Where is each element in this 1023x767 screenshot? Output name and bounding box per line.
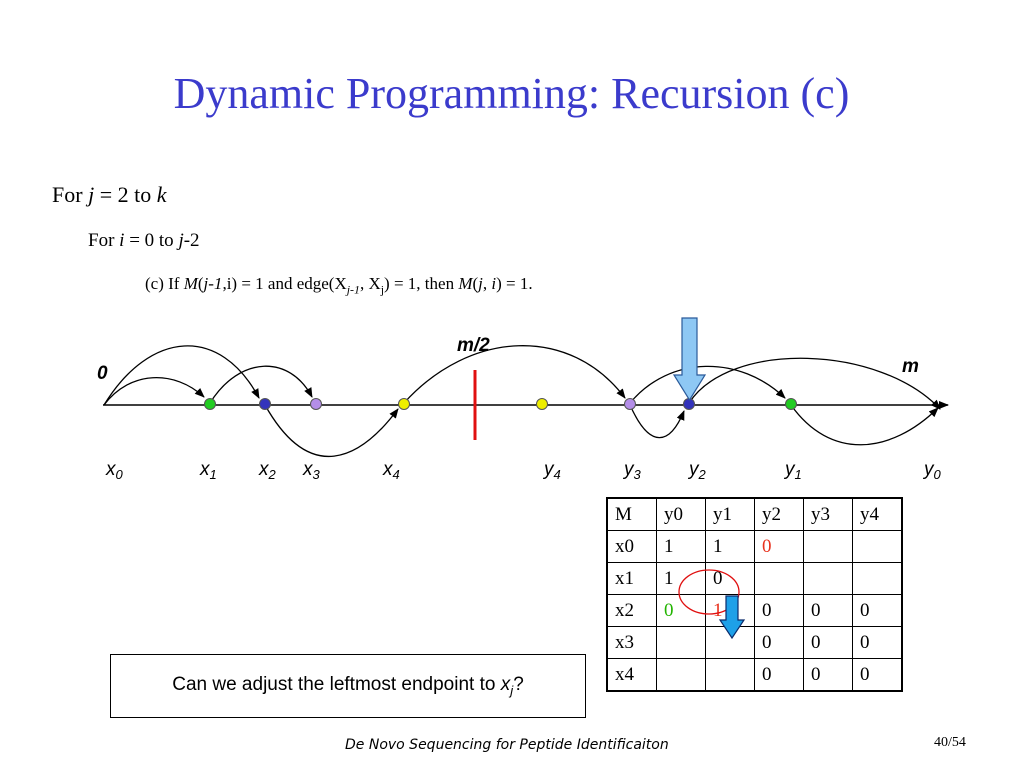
point-x3 (310, 398, 322, 410)
label-y2: y2 (687, 459, 707, 482)
table-cell: 0 (705, 562, 755, 595)
table-cell (852, 562, 903, 595)
table-cell: 0 (852, 626, 903, 659)
table-cell (705, 626, 755, 659)
label-x3: x3 (302, 459, 321, 482)
loop-i-line: For i = 0 to j-2 (88, 230, 200, 251)
down-arrow-icon (672, 317, 707, 402)
point-y3 (624, 398, 636, 410)
m-label: m (902, 356, 919, 377)
table-cell: 0 (803, 626, 853, 659)
header-cell: y2 (754, 497, 804, 531)
rule-c-line: (c) If M(j-1,i) = 1 and edge(Xj-1, Xj) =… (145, 274, 533, 297)
row-label: x0 (606, 530, 657, 563)
table-cell: 0 (754, 658, 804, 692)
table-cell: 0 (803, 658, 853, 692)
table-cell: 0 (852, 658, 903, 692)
table-cell: 0 (754, 530, 804, 563)
label-x2: x2 (258, 459, 277, 482)
arc-x1-x3 (209, 365, 313, 404)
table-row: x0 1 1 0 (606, 530, 903, 563)
point-x2 (259, 398, 271, 410)
arc-y3-y2 (629, 404, 685, 439)
m-table: M y0 y1 y2 y3 y4 x0 1 1 0 x1 1 0 x2 0 1 … (606, 497, 903, 692)
table-cell: 1 (705, 594, 755, 627)
slide-title: Dynamic Programming: Recursion (c) (173, 69, 850, 118)
header-cell: y3 (803, 497, 853, 531)
table-cell (852, 530, 903, 563)
table-row: x4 0 0 0 (606, 658, 903, 692)
label-y1: y1 (783, 459, 802, 482)
table-cell: 0 (656, 594, 706, 627)
table-cell (803, 530, 853, 563)
arc-x4-y3 (403, 345, 626, 404)
row-label: x3 (606, 626, 657, 659)
label-x1: x1 (199, 459, 217, 482)
table-row: x3 0 0 0 (606, 626, 903, 659)
table-cell: 1 (705, 530, 755, 563)
table-cell: 0 (852, 594, 903, 627)
header-cell: y1 (705, 497, 755, 531)
label-y4: y4 (542, 459, 561, 482)
page-number: 40/54 (934, 735, 966, 750)
table-cell (705, 658, 755, 692)
row-label: x2 (606, 594, 657, 627)
label-x0: x0 (105, 459, 124, 482)
label-x4: x4 (382, 459, 400, 482)
header-cell: y0 (656, 497, 706, 531)
table-header-row: M y0 y1 y2 y3 y4 (606, 497, 903, 531)
row-label: x4 (606, 658, 657, 692)
table-cell: 1 (656, 530, 706, 563)
table-cell: 0 (803, 594, 853, 627)
m-half-label: m/2 (457, 335, 490, 356)
table-cell (754, 562, 804, 595)
table-cell: 0 (754, 626, 804, 659)
arc-y1-y0 (790, 404, 939, 446)
arc-x2-x4 (264, 404, 399, 458)
table-cell (656, 658, 706, 692)
label-y0: y0 (922, 459, 942, 482)
header-cell: y4 (852, 497, 903, 531)
zero-label: 0 (97, 363, 108, 384)
arc-y3-y1 (629, 365, 786, 404)
point-x4 (398, 398, 410, 410)
header-cell: M (606, 497, 657, 531)
table-row: x1 1 0 (606, 562, 903, 595)
arc-x0-x2 (103, 345, 260, 406)
footer-text: De Novo Sequencing for Peptide Identific… (345, 737, 669, 753)
table-cell: 1 (656, 562, 706, 595)
arc-x0-x1 (103, 377, 205, 406)
table-row: x2 0 1 0 0 0 (606, 594, 903, 627)
point-y1 (785, 398, 797, 410)
question-box: Can we adjust the leftmost endpoint to x… (110, 654, 586, 718)
table-cell (656, 626, 706, 659)
point-x1 (204, 398, 216, 410)
table-cell: 0 (754, 594, 804, 627)
row-label: x1 (606, 562, 657, 595)
table-cell (803, 562, 853, 595)
arc-y2-y0 (688, 357, 941, 410)
label-y3: y3 (622, 459, 642, 482)
point-y4 (536, 398, 548, 410)
loop-j-line: For j = 2 to k (52, 182, 167, 207)
